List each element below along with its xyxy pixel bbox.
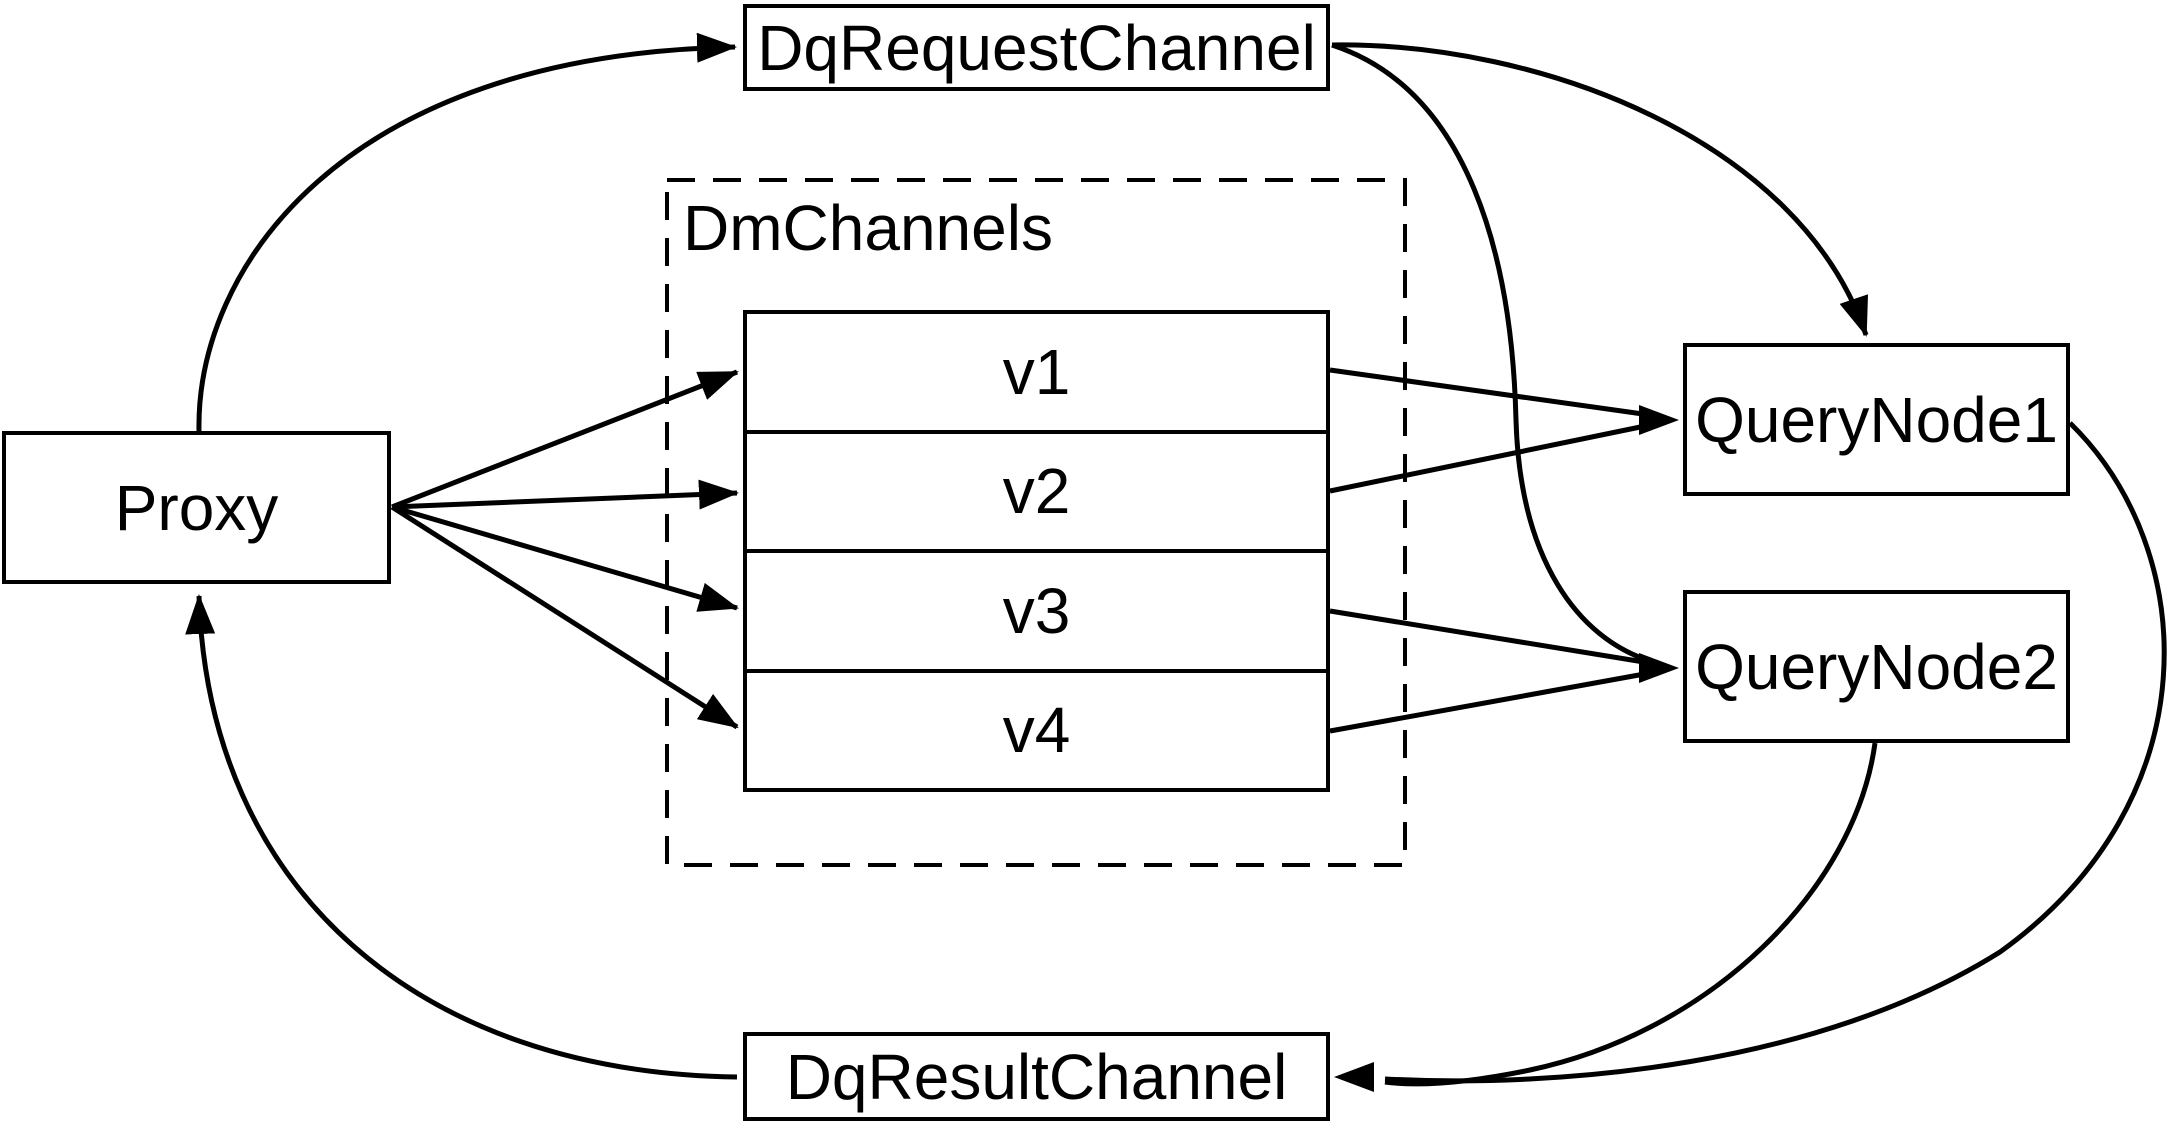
node-dmchannels-stack: v1 v2 v3 v4: [743, 310, 1330, 792]
node-querynode2-label: QueryNode2: [1695, 630, 2058, 703]
edge-proxy-to-v4: [390, 504, 739, 730]
channel-row-v2: v2: [747, 429, 1326, 550]
node-dqrequestchannel-label: DqRequestChannel: [757, 11, 1316, 84]
channel-row-v1-label: v1: [1002, 335, 1071, 408]
node-dqresultchannel-label: DqResultChannel: [785, 1040, 1288, 1113]
channel-row-v3-label: v3: [1002, 574, 1071, 647]
node-querynode1-label: QueryNode1: [1695, 383, 2058, 456]
dmchannels-group-border: [665, 178, 1407, 867]
edge-v1-to-querynode1: [1329, 367, 1651, 418]
edge-querynode1-to-dqresultchannel: [1384, 421, 2167, 1084]
edge-dqrequestchannel-to-querynode2: [1331, 42, 1651, 664]
channel-row-v3: v3: [747, 549, 1326, 669]
node-querynode2: QueryNode2: [1683, 590, 2070, 743]
node-proxy: Proxy: [2, 431, 391, 584]
dmchannels-group-label: DmChannels: [683, 192, 1053, 264]
edge-proxy-to-v1: [391, 369, 739, 510]
edge-proxy-to-v2: [391, 479, 739, 510]
edge-v2-to-querynode1: [1329, 422, 1651, 494]
channel-row-v4-label: v4: [1002, 694, 1071, 767]
edge-proxy-to-dqrequestchannel: [196, 32, 737, 432]
arrowhead-into-querynode2: [1639, 653, 1679, 683]
channel-row-v2-label: v2: [1002, 455, 1071, 528]
channel-row-v1: v1: [747, 314, 1326, 430]
edge-dqrequestchannel-to-querynode1: [1331, 42, 1869, 337]
edge-v3-to-querynode2: [1329, 608, 1651, 666]
edge-proxy-to-v3: [391, 504, 739, 612]
edge-v4-to-querynode2: [1329, 670, 1651, 734]
node-dqresultchannel: DqResultChannel: [743, 1032, 1330, 1121]
arrowhead-into-dqresultchannel: [1334, 1062, 1374, 1092]
edge-querynode2-to-dqresultchannel: [1384, 742, 1878, 1087]
arrowhead-into-querynode1: [1639, 405, 1679, 435]
edge-dqresultchannel-to-proxy: [185, 594, 738, 1080]
channel-row-v4: v4: [747, 668, 1326, 789]
node-proxy-label: Proxy: [114, 471, 279, 544]
node-querynode1: QueryNode1: [1683, 343, 2070, 496]
node-dqrequestchannel: DqRequestChannel: [743, 4, 1330, 91]
